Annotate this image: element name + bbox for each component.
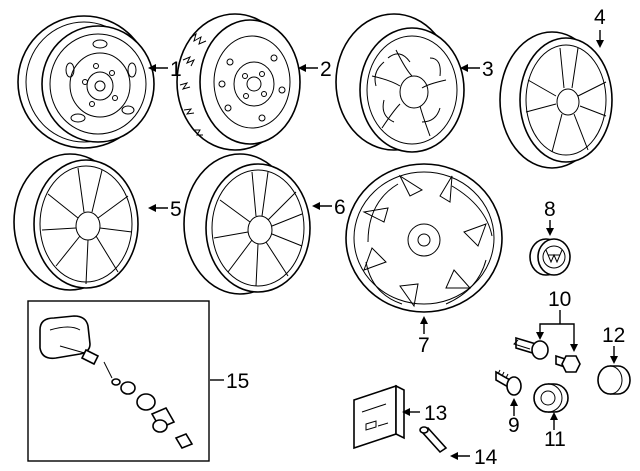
arrowhead	[546, 228, 554, 236]
callout-label-11: 11	[544, 428, 566, 451]
arrowhead	[450, 452, 458, 460]
callout-label-10: 10	[548, 288, 571, 311]
callout-label-2: 2	[320, 58, 332, 81]
tpms-kit-box	[27, 300, 210, 462]
callout-label-4: 4	[594, 6, 606, 29]
alloy-wheel-10-spoke-drawing	[13, 153, 139, 291]
alloy-wheel-y-spoke-drawing	[345, 163, 503, 313]
arrowhead	[148, 64, 156, 72]
arrowhead	[420, 316, 428, 324]
alloy-wheel-5-spoke-drawing	[335, 13, 465, 153]
callout-bracket-10	[539, 323, 575, 350]
lock-bolt-set-drawing	[513, 336, 581, 373]
arrowhead	[298, 64, 306, 72]
arrowhead	[460, 64, 468, 72]
arrowhead	[596, 40, 604, 48]
arrowhead	[510, 398, 518, 406]
valve-stem-drawing	[419, 426, 448, 454]
callout-label-5: 5	[170, 198, 182, 221]
wheel-bolt-drawing	[495, 369, 522, 396]
arrowhead	[550, 412, 558, 420]
callout-label-15: 15	[226, 370, 249, 393]
callout-label-1: 1	[170, 58, 182, 81]
arrowhead	[610, 356, 618, 364]
callout-label-3: 3	[482, 58, 494, 81]
alloy-wheel-double-spoke-drawing	[499, 31, 613, 169]
lock-key-drawing	[533, 383, 569, 413]
bolt-cap-drawing	[597, 365, 631, 395]
callout-label-12: 12	[602, 324, 625, 347]
callout-label-13: 13	[424, 402, 447, 425]
callout-label-9: 9	[508, 414, 520, 437]
arrowhead	[570, 344, 578, 352]
center-cap-drawing	[529, 238, 571, 276]
arrowhead	[402, 408, 410, 416]
callout-label-8: 8	[544, 198, 556, 221]
alloy-wheel-multi-spoke-drawing	[183, 153, 311, 295]
callout-label-7: 7	[418, 334, 430, 357]
arrowhead	[536, 332, 544, 340]
spare-tire-drawing	[176, 13, 301, 151]
arrowhead	[312, 202, 320, 210]
steel-wheel-drawing	[17, 15, 155, 149]
tire-repair-kit-drawing	[353, 384, 405, 450]
tpms-sensor-kit-drawing	[39, 315, 194, 449]
callout-label-6: 6	[334, 196, 346, 219]
arrowhead	[148, 204, 156, 212]
callout-label-14: 14	[474, 446, 498, 469]
